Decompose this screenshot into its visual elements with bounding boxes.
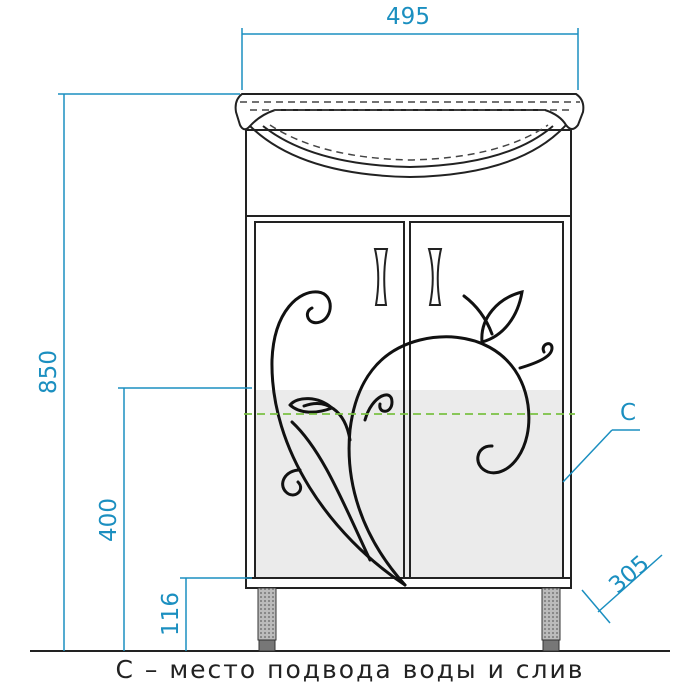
leg-left-foot (258, 639, 276, 652)
leg-right (541, 587, 561, 641)
door-left (254, 221, 405, 579)
water-supply-marker-label: С (620, 400, 636, 426)
width-dimension-label: 495 (386, 4, 430, 30)
floral-ornament (270, 289, 554, 587)
leg-left (257, 587, 277, 641)
legs (257, 587, 561, 652)
cabinet-top-panel (245, 129, 572, 217)
handle-left (373, 248, 389, 306)
sink-hidden-edges (240, 101, 580, 161)
depth-dimension-label: 305 (604, 551, 654, 599)
sink-bowl-outer (249, 124, 567, 179)
cabinet-body (245, 215, 572, 589)
water-supply-height-label: 400 (96, 498, 122, 542)
leg-right-foot (542, 639, 560, 652)
cabinet (245, 129, 572, 589)
handle-right (427, 248, 443, 306)
plinth-height-label: 116 (158, 592, 184, 636)
sink-bowl-inner (262, 125, 554, 169)
dimension-lines (58, 28, 663, 651)
door-handles (373, 248, 443, 306)
caption-legend: С – место подвода воды и слив (115, 655, 585, 684)
height-dimension-label: 850 (36, 350, 62, 394)
door-right (409, 221, 564, 579)
sink-outline (234, 93, 585, 131)
